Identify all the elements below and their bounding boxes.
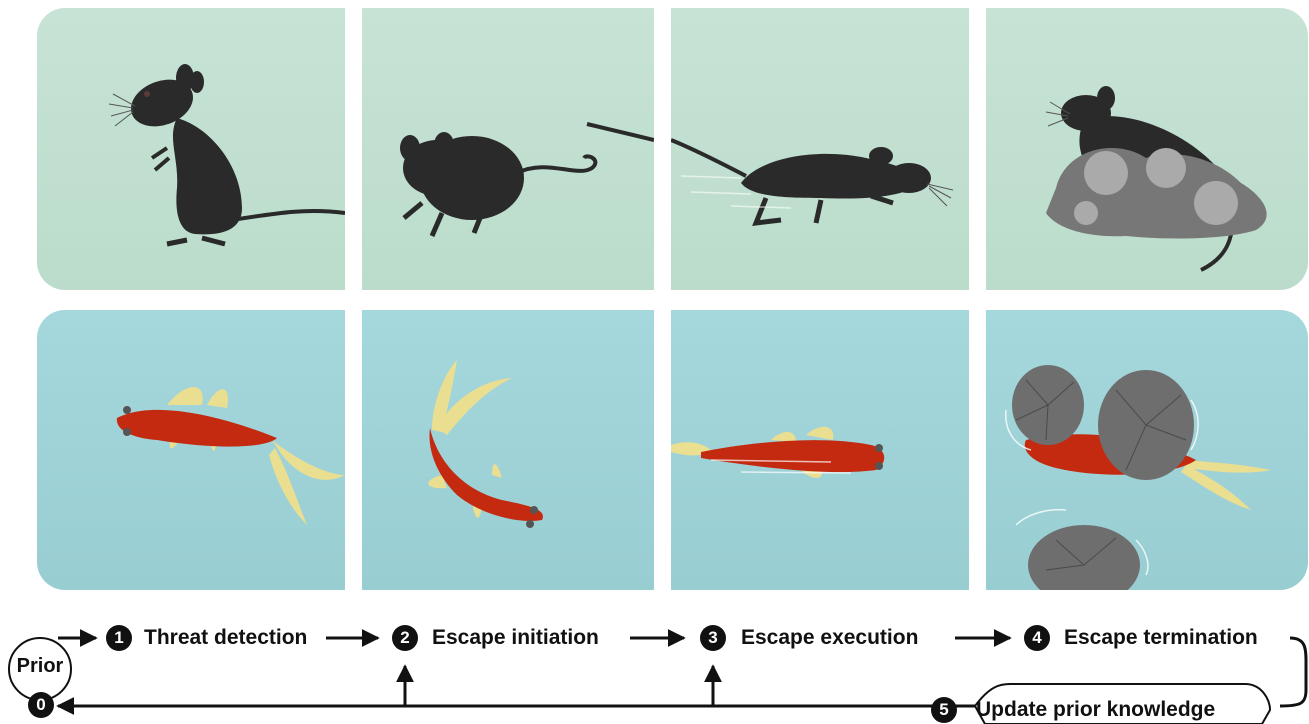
prior-number-badge: 0 bbox=[28, 692, 54, 718]
step4-label: Escape termination bbox=[1064, 626, 1258, 650]
step5-badge: 5 bbox=[931, 697, 957, 723]
step1-label: Threat detection bbox=[144, 626, 307, 650]
step2-label: Escape initiation bbox=[432, 626, 599, 650]
step4-badge: 4 bbox=[1024, 625, 1050, 651]
loop-step4-to-update bbox=[1280, 638, 1306, 706]
update-label: Update prior knowledge bbox=[976, 698, 1215, 722]
step3-label: Escape execution bbox=[741, 626, 918, 650]
step2-badge: 2 bbox=[392, 625, 418, 651]
prior-label: Prior bbox=[10, 655, 70, 678]
step1-badge: 1 bbox=[106, 625, 132, 651]
step3-badge: 3 bbox=[700, 625, 726, 651]
